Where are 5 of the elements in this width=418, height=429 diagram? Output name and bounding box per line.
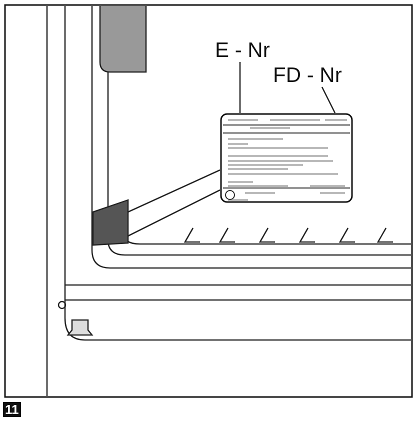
callout-label: E - Nr bbox=[215, 40, 271, 61]
callout-label: FD - Nr bbox=[273, 65, 343, 86]
leader-line bbox=[239, 62, 241, 113]
leader-line bbox=[321, 86, 336, 114]
figure-number: 11 bbox=[3, 402, 21, 417]
